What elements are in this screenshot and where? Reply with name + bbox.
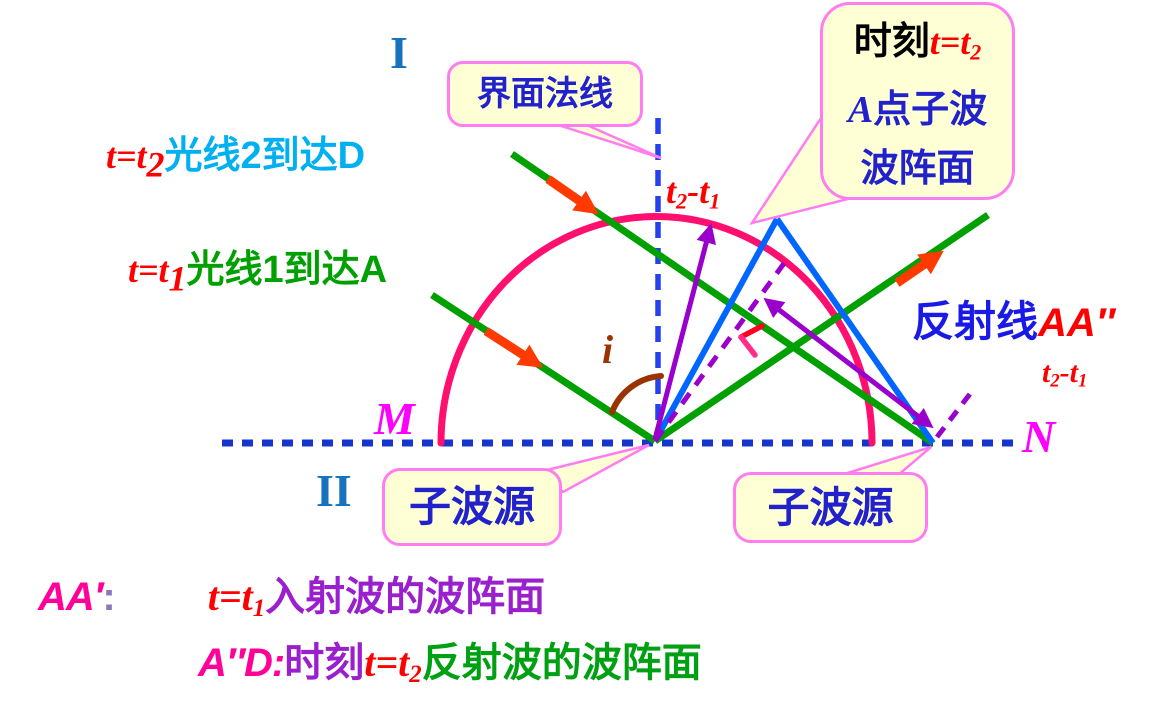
normal-callout-text: 界面法线 xyxy=(477,75,613,113)
ray2-caption-time: t=t xyxy=(106,136,147,176)
incident-wavefront-AA1-dashed xyxy=(652,260,788,443)
source-right-callout: 子波源 xyxy=(733,472,928,543)
right-angle-mark-leg1 xyxy=(738,323,765,340)
ray1-direction-arrow xyxy=(483,327,544,368)
wavelet-callout-time-sub: 2 xyxy=(970,39,982,65)
legend-row1-colon: : xyxy=(102,575,116,619)
travel-time-difference-label: t2-t1 xyxy=(1042,356,1087,392)
legend-row2-segment: A″D: xyxy=(198,641,285,685)
incidence-angle-arc xyxy=(609,373,664,415)
wavelet-radius-arrow xyxy=(652,223,716,440)
ray2-caption: t=t2光线2到达D xyxy=(106,124,365,186)
wavelet-callout-line2: A点子波 xyxy=(823,81,1012,140)
incident-ray-1 xyxy=(430,292,657,444)
reflected-ray-label-name: 反射线 xyxy=(912,298,1039,345)
wavelet-callout-time: t=t xyxy=(929,22,971,62)
legend-row2-time: t=t xyxy=(364,640,410,685)
radius-time-difference-label: t2-t1 xyxy=(666,170,720,214)
ray1-caption-time-sub: 1 xyxy=(168,258,187,299)
source-left-callout-text: 子波源 xyxy=(408,483,535,530)
ray1-caption: t=t1光线1到达A xyxy=(128,238,387,300)
normal-callout-tail xyxy=(548,120,662,160)
delta-radius-t: t xyxy=(666,171,677,211)
legend-row-reflected-wavefront: A″D:时刻t=t2反射波的波阵面 xyxy=(198,630,702,689)
delta-travel-sub-a: 2 xyxy=(1050,370,1060,392)
source-right-callout-text: 子波源 xyxy=(767,484,894,531)
legend-row2-time-sub: 2 xyxy=(409,660,422,688)
reflected-ray-label-segment: AA″ xyxy=(1038,301,1115,345)
legend-row1-time: t=t xyxy=(207,574,253,619)
medium-label-upper: I xyxy=(390,27,408,78)
wavelet-callout: 时刻t=t2 A点子波 波阵面 xyxy=(820,2,1015,200)
legend-row2-moment: 时刻 xyxy=(284,641,365,685)
wavelet-callout-line3: 波阵面 xyxy=(860,148,975,191)
delta-travel-t: t xyxy=(1042,356,1051,389)
reflected-ray-direction-arrow xyxy=(894,250,944,287)
interface-label-N: N xyxy=(1022,411,1056,462)
wavelet-callout-moment: 时刻 xyxy=(853,21,930,63)
delta-radius-minus-t: -t xyxy=(687,171,710,211)
delta-radius-sub-b: 1 xyxy=(709,188,721,214)
incident-wavefront-t2-dashed xyxy=(935,388,975,439)
ray2-direction-arrow xyxy=(545,175,599,215)
normal-callout: 界面法线 xyxy=(447,61,643,127)
ray2-caption-text: 光线2到达D xyxy=(164,135,366,177)
delta-travel-sub-b: 1 xyxy=(1077,370,1088,392)
wavelet-callout-line2-text: 点子波 xyxy=(873,89,988,132)
travel-distance-arrow xyxy=(763,297,934,429)
source-left-callout: 子波源 xyxy=(382,468,562,546)
wavelet-callout-point: A xyxy=(847,89,874,132)
reflected-ray-label: 反射线AA″ xyxy=(912,288,1115,349)
ray1-caption-text: 光线1到达A xyxy=(186,249,388,291)
legend-row1-description: 入射波的波阵面 xyxy=(265,575,546,619)
incidence-angle-label: i xyxy=(602,327,614,372)
ray2-caption-time-sub: 2 xyxy=(146,144,165,185)
wavelet-callout-line1: 时刻t=t2 xyxy=(823,13,1012,81)
right-angle-mark-leg2 xyxy=(738,334,758,358)
delta-radius-sub-a: 2 xyxy=(676,188,688,214)
medium-label-lower: II xyxy=(316,465,352,516)
legend-row1-segment: AA′ xyxy=(38,575,103,619)
delta-travel-minus-t: -t xyxy=(1059,356,1078,389)
reflected-ray-AA2 xyxy=(652,217,780,443)
ray1-caption-time: t=t xyxy=(128,250,169,290)
legend-row1-time-sub: 1 xyxy=(252,594,266,622)
legend-row-incident-wavefront: AA′: t=t1入射波的波阵面 xyxy=(38,564,545,623)
legend-row2-description: 反射波的波阵面 xyxy=(421,641,702,685)
interface-label-M: M xyxy=(374,393,415,444)
